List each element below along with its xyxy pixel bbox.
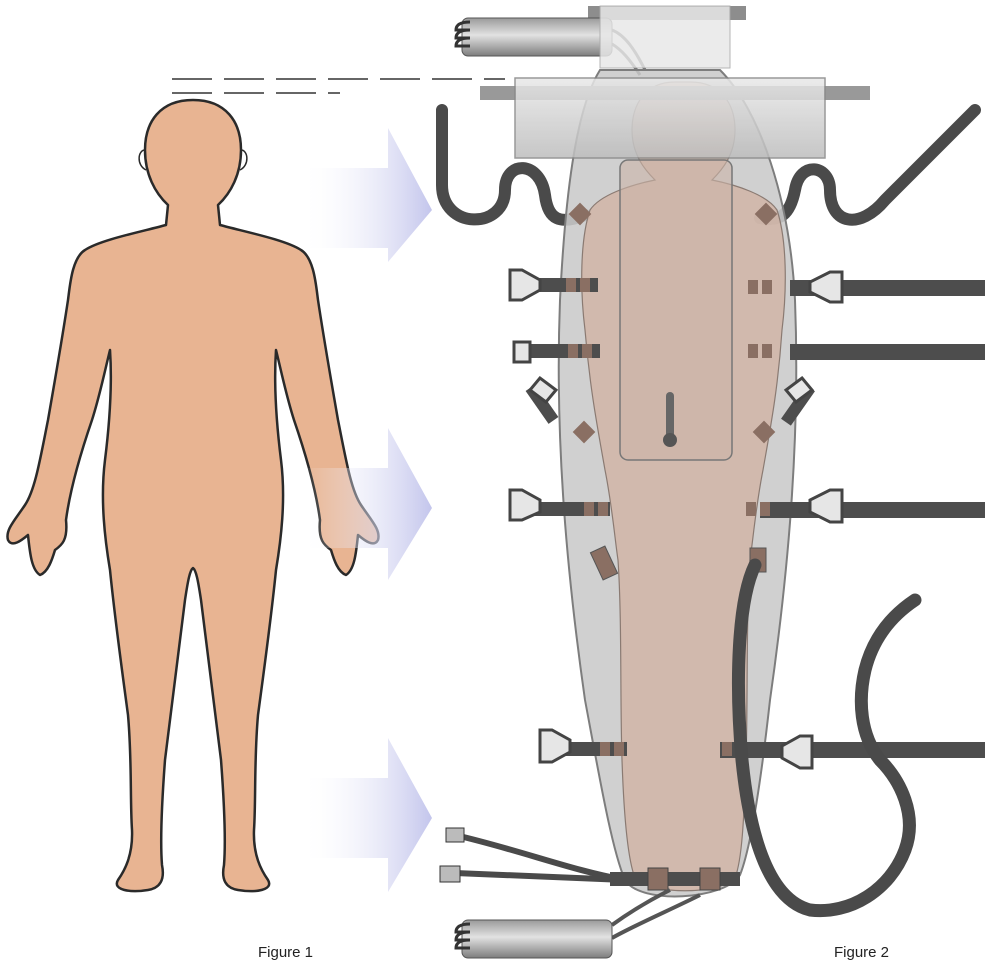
foot-buckle (648, 868, 668, 890)
figure2-caption: Figure 2 (834, 944, 889, 961)
right-arrow-icon (300, 128, 432, 262)
spine-board (620, 160, 732, 460)
figure1-caption: Figure 1 (258, 944, 313, 961)
bottom-cylinder-connector (456, 890, 700, 958)
figure2-immobilization-bag (440, 6, 985, 958)
dashed-guide-line (172, 79, 505, 93)
hose-connector-icon (440, 828, 625, 882)
right-arrow-icon (300, 738, 432, 892)
spine-board-slot (666, 392, 674, 440)
spine-board-knob (663, 433, 677, 447)
foot-buckle (700, 868, 720, 890)
